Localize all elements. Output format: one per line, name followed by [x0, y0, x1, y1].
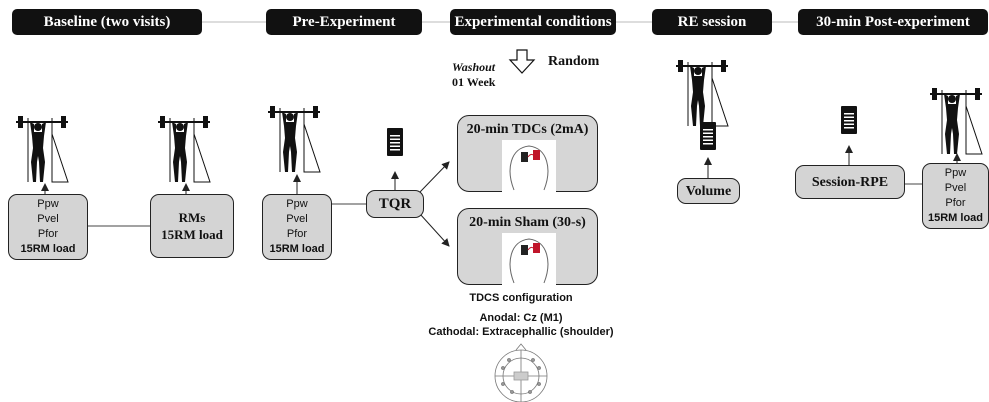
- post-pvel: Pvel: [944, 182, 967, 194]
- tdcs-config-cathodal: Cathodal: Extracephallic (shoulder): [428, 326, 614, 338]
- volume-box: Volume: [677, 178, 740, 204]
- washout-duration: 01 Week: [452, 75, 496, 89]
- baseline-15rm: 15RM load: [20, 243, 76, 255]
- tqr-box: TQR: [366, 190, 424, 218]
- eeg-map-icon: [494, 343, 548, 402]
- lifter-icon-pre: [267, 105, 321, 173]
- hollow-down-arrow-icon: [508, 49, 536, 74]
- baseline-pfor: Pfor: [37, 228, 59, 240]
- head-electrode-icon: [502, 140, 556, 192]
- tqr-label: TQR: [378, 195, 412, 212]
- washout-label: Washout: [452, 60, 496, 74]
- tdcs-config-title: TDCS configuration: [469, 292, 573, 304]
- session-rpe-label: Session-RPE: [811, 174, 889, 190]
- lifter-icon-re: [675, 59, 729, 127]
- baseline-measures-box: Ppw Pvel Pfor 15RM load: [8, 194, 88, 260]
- lifter-icon-baseline: [15, 115, 69, 183]
- header-baseline: Baseline (two visits): [12, 9, 202, 35]
- post-15rm: 15RM load: [927, 212, 983, 224]
- post-measures-box: Ppw Pvel Pfor 15RM load: [922, 163, 989, 229]
- rms-subtitle: 15RM load: [161, 227, 223, 242]
- document-icon: [700, 122, 716, 150]
- sham-condition-box: 20-min Sham (30-s): [457, 208, 598, 285]
- document-icon: [387, 128, 403, 156]
- sham-condition-title: 20-min Sham (30-s): [469, 215, 586, 230]
- header-re-session: RE session: [652, 9, 772, 35]
- baseline-ppw: Ppw: [37, 198, 59, 210]
- header-pre-experiment: Pre-Experiment: [266, 9, 422, 35]
- pre-15rm: 15RM load: [269, 243, 325, 255]
- tdcs-condition-title: 20-min TDCs (2mA): [466, 122, 589, 137]
- lifter-icon-rms: [157, 115, 211, 183]
- rms-box: RMs 15RM load: [150, 194, 234, 258]
- post-ppw: Ppw: [944, 167, 967, 179]
- session-rpe-box: Session-RPE: [795, 165, 905, 199]
- rms-title: RMs: [178, 210, 206, 225]
- tdcs-config-anodal: Anodal: Cz (M1): [479, 312, 563, 324]
- header-post-experiment: 30-min Post-experiment: [798, 9, 988, 35]
- head-electrode-icon: [502, 233, 556, 285]
- random-label: Random: [548, 54, 600, 69]
- tdcs-condition-box: 20-min TDCs (2mA): [457, 115, 598, 192]
- baseline-pvel: Pvel: [37, 213, 59, 225]
- pre-measures-box: Ppw Pvel Pfor 15RM load: [262, 194, 332, 260]
- post-pfor: Pfor: [945, 197, 966, 209]
- volume-label: Volume: [685, 183, 732, 199]
- pre-ppw: Ppw: [286, 198, 308, 210]
- pre-pvel: Pvel: [286, 213, 308, 225]
- header-experimental-conditions: Experimental conditions: [450, 9, 616, 35]
- lifter-icon-post: [929, 87, 983, 155]
- pre-pfor: Pfor: [286, 228, 308, 240]
- document-icon: [841, 106, 857, 134]
